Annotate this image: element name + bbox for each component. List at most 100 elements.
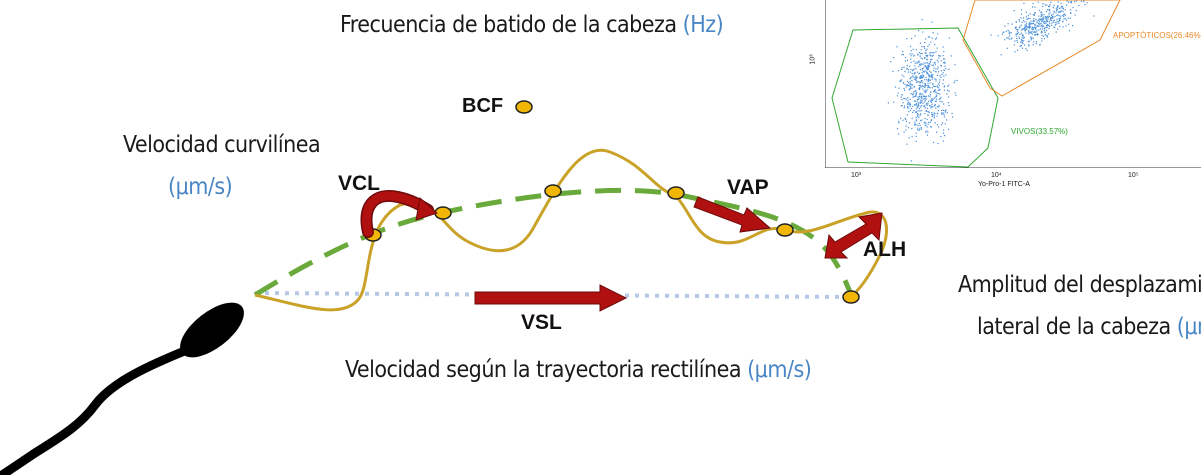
scatter-dot (1021, 41, 1023, 43)
scatter-dot (1042, 28, 1044, 30)
bcf-title-text: Frecuencia de batido de la cabeza (340, 12, 677, 38)
scatter-dot (945, 74, 947, 76)
scatter-dot (932, 74, 934, 76)
scatter-dot (1033, 26, 1035, 28)
scatter-dot (907, 107, 909, 109)
scatter-dot (944, 65, 946, 67)
scatter-dot (1020, 41, 1022, 43)
scatter-dot (943, 129, 945, 131)
scatter-dot (940, 60, 942, 62)
scatter-dot (1038, 29, 1040, 31)
scatter-dot (1026, 28, 1028, 31)
scatter-dot (921, 52, 923, 55)
scatter-dot (926, 126, 928, 128)
scatter-dot (927, 95, 929, 97)
scatter-dot (924, 64, 926, 66)
scatter-dot (1048, 13, 1050, 15)
scatter-dot (904, 83, 906, 86)
scatter-dot (1046, 35, 1048, 37)
scatter-dot (927, 114, 929, 117)
scatter-dot (1025, 48, 1027, 50)
scatter-dot (1056, 6, 1058, 9)
scatter-dot (1068, 30, 1071, 32)
scatter-dot (1014, 51, 1016, 53)
scatter-dot (1032, 14, 1034, 16)
scatter-dot (1056, 14, 1058, 17)
scatter-dot (925, 50, 927, 52)
scatter-dot (906, 59, 908, 61)
scatter-dot (1033, 22, 1035, 25)
scatter-dot (1004, 25, 1006, 27)
scatter-dot (924, 47, 926, 50)
scatter-dot (1057, 1, 1059, 3)
scatter-dot (925, 89, 927, 91)
scatter-dot (1049, 12, 1051, 14)
scatter-dot (1047, 24, 1049, 27)
scatter-dot (924, 121, 926, 123)
scatter-dot (1050, 1, 1052, 3)
scatter-dot (900, 105, 902, 107)
scatter-dot (912, 105, 914, 107)
scatter-dot (923, 62, 925, 64)
scatter-dot (939, 79, 941, 81)
scatter-dot (1024, 27, 1026, 29)
scatter-dot (1041, 19, 1043, 21)
scatter-dot (1070, 12, 1072, 14)
scatter-dot (1032, 3, 1034, 5)
scatter-dot (909, 78, 911, 80)
scatter-dot (935, 38, 937, 40)
scatter-dot (897, 92, 899, 94)
scatter-dot (1038, 24, 1040, 26)
scatter-dot (947, 85, 949, 87)
scatter-dot (1033, 30, 1035, 32)
scatter-dot (903, 97, 905, 100)
scatter-dot (924, 42, 926, 44)
scatter-dot (1072, 25, 1074, 27)
scatter-dot (1023, 36, 1025, 38)
scatter-dot (1041, 31, 1043, 34)
scatter-dot (1040, 16, 1042, 18)
scatter-dot (915, 79, 917, 81)
scatter-dot (1068, 23, 1070, 25)
scatter-dot (908, 101, 910, 103)
scatter-dot (942, 112, 945, 114)
scatter-dot (919, 93, 921, 96)
scatter-dot (1051, 20, 1053, 22)
scatter-dot (1045, 27, 1047, 29)
average-path (253, 187, 853, 298)
scatter-dot (1020, 13, 1023, 15)
scatter-dot (924, 105, 926, 107)
scatter-dot (1056, 10, 1058, 12)
scatter-dot (901, 68, 903, 70)
scatter-dot (932, 114, 934, 116)
scatter-dot (924, 82, 926, 84)
scatter-dot (938, 71, 940, 73)
scatter-dot (940, 76, 942, 78)
scatter-dot (1057, 5, 1059, 7)
scatter-dot (917, 129, 919, 131)
scatter-dot (938, 106, 940, 108)
scatter-dot (1036, 30, 1038, 32)
scatter-dot (931, 58, 933, 60)
scatter-dot (918, 105, 920, 107)
scatter-dot (927, 79, 929, 81)
scatter-dot (1042, 21, 1045, 23)
scatter-dot (1074, 14, 1076, 16)
scatter-dot (1039, 43, 1041, 45)
scatter-dot (1062, 11, 1064, 13)
scatter-dot (934, 44, 936, 46)
scatter-dot (929, 36, 931, 38)
scatter-dot (1059, 7, 1061, 9)
scatter-dot (932, 32, 934, 34)
scatter-dot (897, 70, 899, 72)
scatter-dot (913, 85, 915, 88)
scatter-dot (1065, 25, 1067, 27)
scatter-dot (1049, 4, 1051, 6)
scatter-dot (918, 65, 920, 67)
scatter-dot (1024, 24, 1026, 26)
scatter-dot (929, 52, 931, 54)
scatter-dot (919, 110, 921, 112)
scatter-dot (920, 53, 922, 55)
alh-title-text: lateral de la cabeza (977, 314, 1171, 340)
scatter-dot (921, 77, 923, 79)
